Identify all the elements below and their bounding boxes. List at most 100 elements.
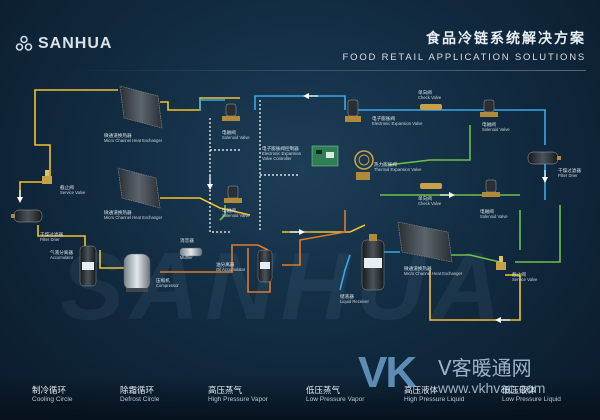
svg-text:单向阀: 单向阀 [418,195,432,202]
check-valve-1-icon [420,104,442,110]
pipe-low-pressure-vapor-left [19,89,128,269]
label-hx-right: 微通道换热器 Micro Channel Heat Exchanger [404,265,463,276]
label-eev: 电子膨胀阀 Electronic Expansion Valve [372,115,423,126]
svg-text:油分离器: 油分离器 [216,261,235,268]
svg-text:Micro Channel Heat Exchanger: Micro Channel Heat Exchanger [104,138,163,143]
svg-text:电磁阀: 电磁阀 [222,129,236,136]
label-solenoid-4: 电磁阀 Solenoid Valve [480,208,508,219]
muffler-icon [179,247,203,257]
brand-name: SANHUA [38,35,113,52]
svg-text:干燥过滤器: 干燥过滤器 [558,167,581,174]
title-english: FOOD RETAIL APPLICATION SOLUTIONS [342,52,586,63]
label-tev: 热力膨胀阀 Thermal Expansion Valve [374,161,422,172]
service-valve-left-icon [42,170,52,184]
label-filter-drier-right: 干燥过滤器 Filter Drier [558,167,581,178]
filter-drier-right-icon [527,151,561,165]
electronic-expansion-valve-icon [345,99,361,122]
svg-text:Thermal Expansion Valve: Thermal Expansion Valve [374,167,422,172]
svg-text:Muffler: Muffler [180,255,193,260]
pipe-defrost-circle [209,100,300,233]
svg-text:Filter Drier: Filter Drier [40,237,60,242]
svg-text:电子膨胀阀控制器: 电子膨胀阀控制器 [262,145,299,152]
check-valve-2-icon [420,183,442,189]
filter-drier-left-icon [11,209,43,223]
svg-text:Valve Controller: Valve Controller [262,156,292,161]
svg-text:Liquid Receiver: Liquid Receiver [340,299,369,304]
liquid-receiver-icon [361,234,385,291]
solenoid-valve-4-icon [482,179,500,197]
svg-text:电子膨胀阀: 电子膨胀阀 [372,115,395,122]
svg-text:干燥过滤器: 干燥过滤器 [40,231,63,238]
svg-text:热力膨胀阀: 热力膨胀阀 [374,161,397,168]
svg-text:Oil Accumulator: Oil Accumulator [216,267,246,272]
label-muffler: 消音器 Muffler [180,237,194,260]
heat-exchanger-right [397,221,453,263]
label-solenoid-2: 电磁阀 Solenoid Valve [222,207,250,218]
label-check-valve-1: 单向阀 Check Valve [418,89,442,100]
label-oil-accumulator: 油分离器 Oil Accumulator [216,261,246,272]
label-check-valve-2: 单向阀 Check Valve [418,195,442,206]
label-hx-top-left: 微通道换热器 Micro Channel Heat Exchanger [104,132,163,143]
svg-text:Accumulator: Accumulator [50,255,74,260]
heat-exchanger-top-left [119,85,163,129]
svg-text:Service Valve: Service Valve [60,190,86,195]
svg-text:Filter Drier: Filter Drier [558,173,578,178]
label-compressor: 压缩机 Compressor [156,277,179,288]
label-solenoid-3: 电磁阀 Solenoid Valve [482,121,510,132]
pipe-low-pressure-vapor-top [160,97,240,111]
legend: 制冷循环 Cooling Circle 除霜循环 Defrost Circle … [0,376,600,420]
label-eev-controller: 电子膨胀阀控制器 Electronic Expansion Valve Cont… [262,145,302,161]
svg-text:Service Valve: Service Valve [512,277,538,282]
svg-text:Check Valve: Check Valve [418,201,442,206]
svg-text:Micro Channel Heat Exchanger: Micro Channel Heat Exchanger [104,215,163,220]
svg-text:储液器: 储液器 [340,293,354,300]
svg-text:微通道换热器: 微通道换热器 [104,209,132,216]
svg-text:微通道换热器: 微通道换热器 [104,132,132,139]
label-service-valve-right: 截止阀 Service Valve [512,271,538,282]
solenoid-valve-2-icon [224,185,242,203]
svg-text:截止阀: 截止阀 [512,271,526,278]
svg-text:Check Valve: Check Valve [418,95,442,100]
svg-text:Electronic Expansion: Electronic Expansion [262,151,302,156]
svg-text:截止阀: 截止阀 [60,184,74,191]
heat-exchanger-mid-left [117,167,161,209]
label-accumulator: 气液分离器 Accumulator [50,249,74,260]
accumulator-icon [79,245,97,287]
sanhua-logo-icon [15,35,33,51]
compressor-icon [123,253,151,292]
title-chinese: 食品冷链系统解决方案 [426,31,586,47]
svg-text:Electronic Expansion Valve: Electronic Expansion Valve [372,121,423,126]
svg-text:Micro Channel Heat Exchanger: Micro Channel Heat Exchanger [404,271,463,276]
pipe-low-pressure-liquid [219,125,561,263]
oil-accumulator-icon [257,249,273,283]
title-divider [60,70,586,71]
site-watermark: VK V客暖通网 www.vkhvac.com [358,348,600,408]
svg-text:电磁阀: 电磁阀 [482,121,496,128]
brand: SANHUA [15,33,112,55]
label-solenoid-1: 电磁阀 Solenoid Valve [222,129,250,140]
site-url: www.vkhvac.com [438,380,546,396]
solenoid-valve-3-icon [480,99,498,117]
svg-text:消音器: 消音器 [180,237,194,244]
eev-controller-icon [311,145,339,167]
vk-logo: VK [358,348,417,397]
label-service-valve-left: 截止阀 Service Valve [60,184,86,195]
site-name: V客暖通网 [438,356,532,380]
svg-text:Solenoid Valve: Solenoid Valve [222,213,250,218]
solenoid-valve-1-icon [222,103,240,121]
svg-text:单向阀: 单向阀 [418,89,432,96]
svg-text:微通道换热器: 微通道换热器 [404,265,432,272]
svg-text:压缩机: 压缩机 [156,277,170,284]
svg-text:Compressor: Compressor [156,283,179,288]
label-filter-drier-left: 干燥过滤器 Filter Drier [40,231,63,242]
svg-text:Solenoid Valve: Solenoid Valve [482,127,510,132]
svg-text:电磁阀: 电磁阀 [222,207,236,214]
label-hx-mid-left: 微通道换热器 Micro Channel Heat Exchanger [104,209,163,220]
svg-text:气液分离器: 气液分离器 [50,249,73,256]
svg-text:Solenoid Valve: Solenoid Valve [480,214,508,219]
label-liquid-receiver: 储液器 Liquid Receiver [340,293,369,304]
svg-text:电磁阀: 电磁阀 [480,208,494,215]
service-valve-right-icon [496,256,506,270]
